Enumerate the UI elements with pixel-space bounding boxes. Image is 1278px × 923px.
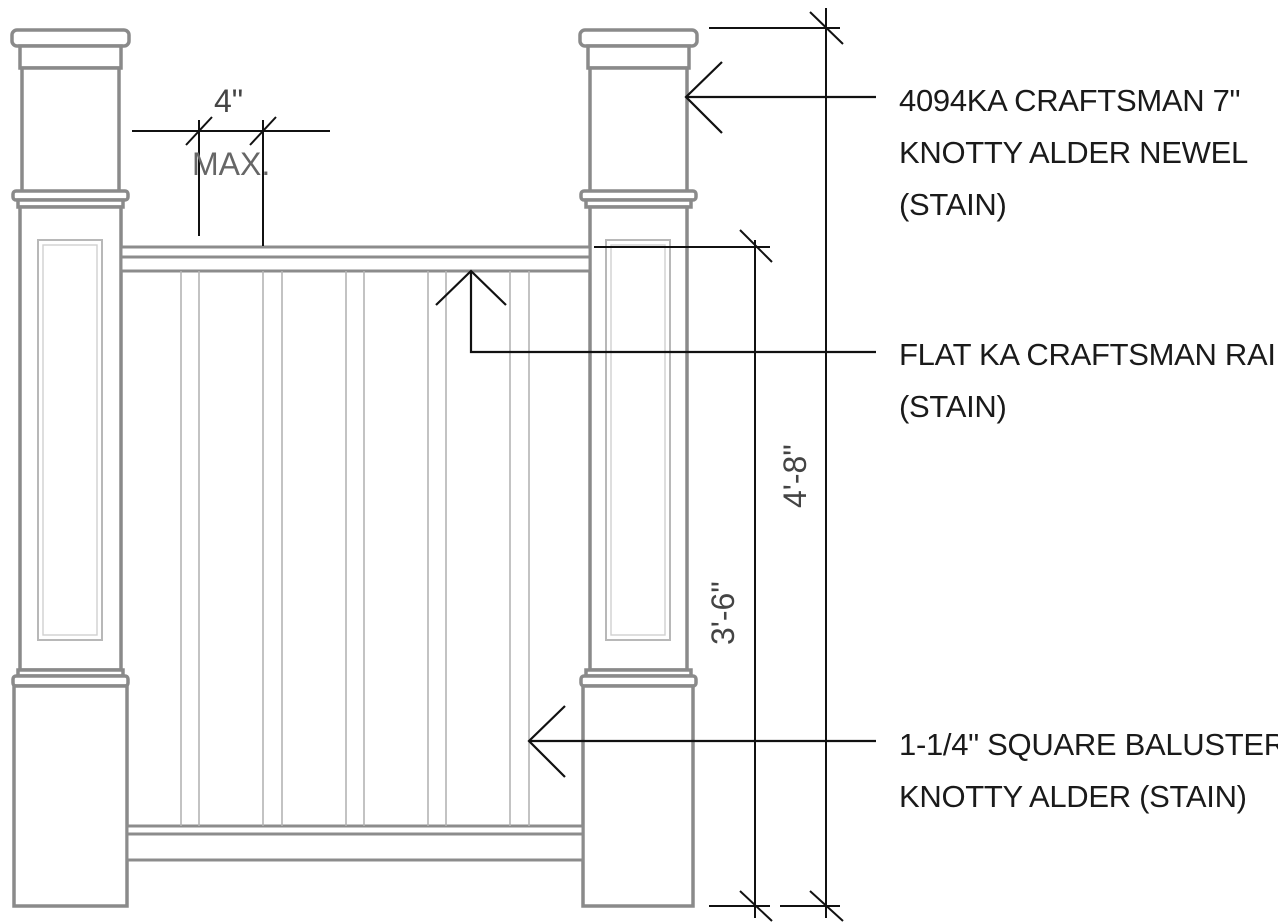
- newel-callout: 4094KA CRAFTSMAN 7" KNOTTY ALDER NEWEL (…: [684, 61, 1248, 222]
- left-newel-post: [10, 28, 131, 908]
- callout-arrow-icon: [435, 269, 507, 306]
- callout-arrow-icon: [684, 61, 723, 134]
- top-rail: [119, 245, 592, 273]
- spacing-dimension-note: MAX.: [192, 146, 270, 182]
- baluster-callout: 1-1/4" SQUARE BALUSTER KNOTTY ALDER (STA…: [527, 705, 1278, 814]
- rail-callout-line-2: (STAIN): [899, 389, 1007, 424]
- rail-height-value: 3'-6": [705, 581, 741, 645]
- newel-callout-line-2: KNOTTY ALDER NEWEL: [899, 135, 1248, 170]
- newel-height-dimension: 4'-8": [709, 8, 844, 922]
- right-newel-post: [578, 28, 699, 908]
- spacing-dimension-value: 4": [214, 83, 243, 119]
- bottom-rail: [125, 824, 585, 862]
- newel-callout-line-1: 4094KA CRAFTSMAN 7": [899, 83, 1240, 118]
- callout-arrow-icon: [527, 705, 566, 778]
- newel-height-value: 4'-8": [777, 444, 813, 508]
- rail-callout-line-1: FLAT KA CRAFTSMAN RAIL: [899, 337, 1278, 372]
- baluster-callout-line-2: KNOTTY ALDER (STAIN): [899, 779, 1247, 814]
- baluster-spacing-dimension: 4" MAX.: [132, 83, 330, 246]
- balusters: [180, 271, 530, 826]
- baluster-callout-line-1: 1-1/4" SQUARE BALUSTER: [899, 727, 1278, 762]
- rail-callout: FLAT KA CRAFTSMAN RAIL (STAIN): [435, 269, 1278, 424]
- newel-callout-line-3: (STAIN): [899, 187, 1007, 222]
